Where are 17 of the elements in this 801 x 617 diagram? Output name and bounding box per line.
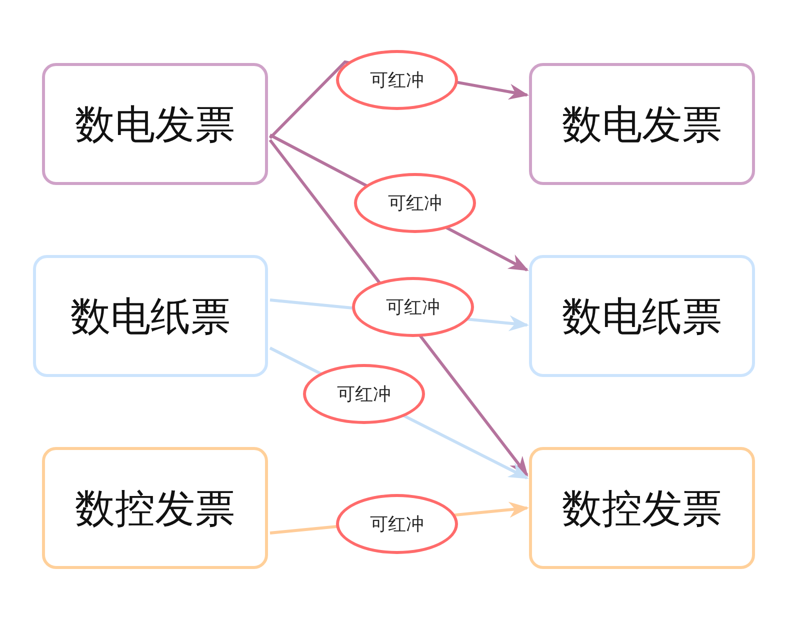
edge-label: 可红冲	[352, 277, 474, 337]
invoice-type-box	[529, 255, 755, 377]
node-text: 数控发票	[562, 484, 722, 534]
edge-label: 可红冲	[303, 364, 425, 424]
node-text: 数电纸票	[562, 292, 722, 342]
node-text: 数电发票	[562, 100, 722, 150]
edge-label: 可红冲	[336, 494, 458, 554]
invoice-type-box	[33, 255, 268, 377]
node-text: 数电发票	[75, 100, 235, 150]
invoice-type-box	[529, 63, 755, 185]
invoice-type-box	[42, 447, 268, 569]
invoice-type-box	[42, 63, 268, 185]
edge-label: 可红冲	[336, 50, 458, 110]
edge-label: 可红冲	[354, 173, 476, 233]
node-text: 数控发票	[75, 484, 235, 534]
node-text: 数电纸票	[70, 292, 230, 342]
invoice-type-box	[529, 447, 755, 569]
